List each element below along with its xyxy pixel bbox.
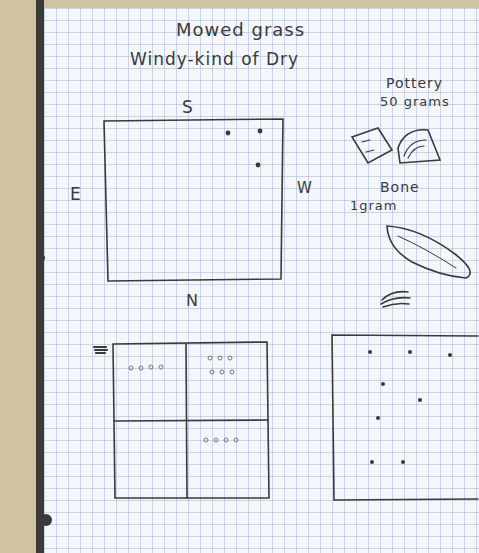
paper-edge [36, 0, 44, 553]
weather-note: Windy-kind of Dry [130, 50, 299, 69]
page-title: Mowed grass [176, 20, 305, 40]
compass-letter: W [297, 180, 313, 197]
find-weight: 50 grams [380, 95, 450, 109]
find-weight: 1gram [350, 199, 398, 213]
find-name: Pottery [386, 76, 443, 91]
compass-letter: S [182, 98, 194, 117]
find-name: Bone [380, 180, 420, 195]
compass-letter: E [70, 185, 82, 204]
compass-letter: N [186, 292, 199, 310]
